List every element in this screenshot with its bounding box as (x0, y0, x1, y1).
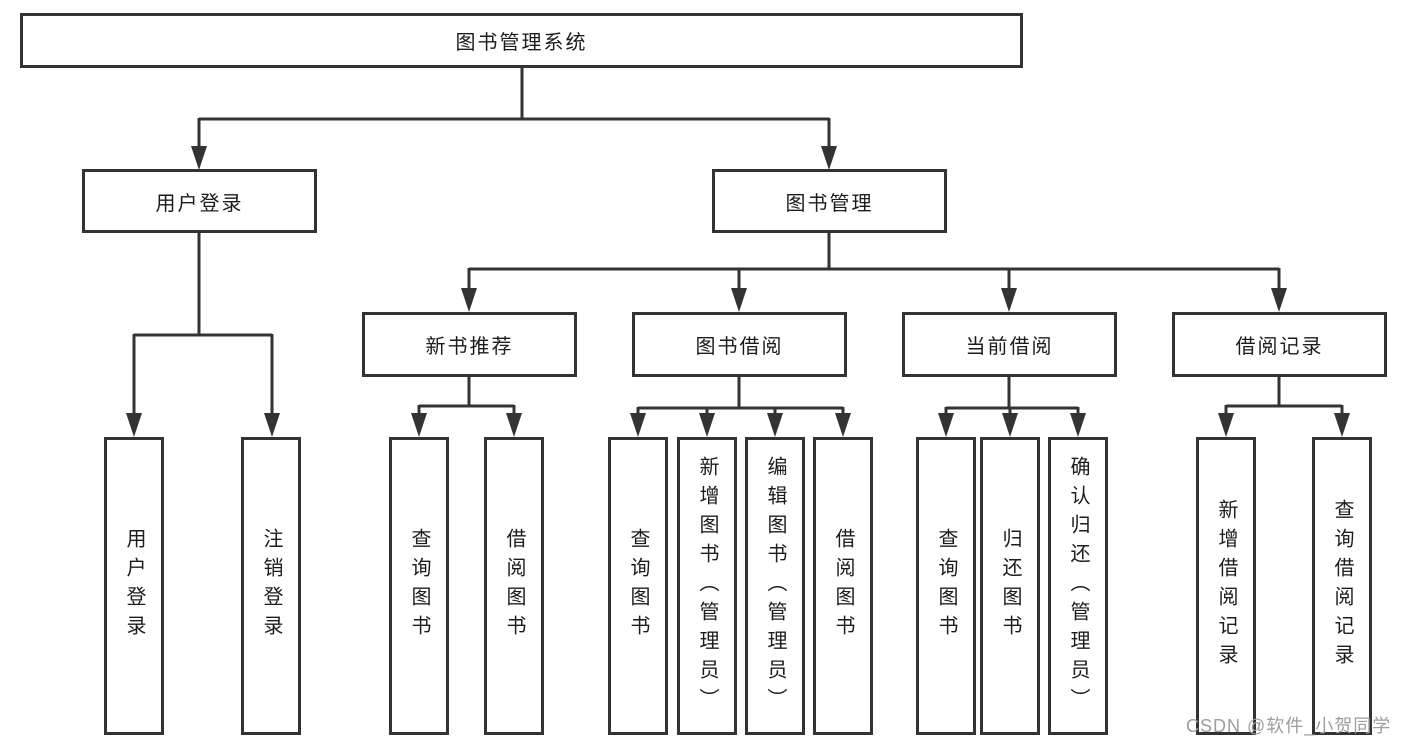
node-user-login: 用户登录 (82, 169, 317, 233)
node-book-borrowing-label: 图书借阅 (695, 336, 784, 358)
node-user-login-label: 用户登录 (155, 192, 244, 215)
leaf-borrow-books-newbook-label: 借阅图书 (503, 528, 525, 644)
leaf-query-books-newbook: 查询图书 (389, 437, 449, 735)
leaf-query-books-borrow-label: 查询图书 (627, 528, 649, 644)
leaf-query-borrow-record-label: 查询借阅记录 (1331, 499, 1353, 673)
leaf-edit-books-admin-label: 编辑图书（管理员） (764, 455, 786, 717)
leaf-return-books-label: 归还图书 (999, 528, 1021, 644)
leaf-return-books: 归还图书 (980, 437, 1040, 735)
leaf-user-login: 用户登录 (104, 437, 164, 735)
leaf-borrow-books-borrow: 借阅图书 (813, 437, 873, 735)
node-borrowing-records: 借阅记录 (1172, 312, 1387, 377)
arrowheads (126, 146, 1350, 437)
leaf-add-borrow-record-label: 新增借阅记录 (1215, 499, 1237, 673)
node-book-management-label: 图书管理 (785, 192, 874, 215)
leaf-logout-label: 注销登录 (260, 528, 282, 644)
leaf-query-books-current-label: 查询图书 (935, 528, 957, 644)
leaf-query-borrow-record: 查询借阅记录 (1312, 437, 1372, 735)
leaf-edit-books-admin: 编辑图书（管理员） (745, 437, 805, 735)
node-new-book-recommendation-label: 新书推荐 (425, 336, 514, 358)
leaf-confirm-return-admin-label: 确认归还（管理员） (1067, 455, 1089, 717)
leaf-add-borrow-record: 新增借阅记录 (1196, 437, 1256, 735)
leaf-add-books-admin-label: 新增图书（管理员） (696, 455, 718, 717)
leaf-borrow-books-newbook: 借阅图书 (484, 437, 544, 735)
leaf-query-books-current: 查询图书 (916, 437, 976, 735)
watermark: CSDN @软件_小贺同学 (1186, 716, 1392, 736)
leaf-logout: 注销登录 (241, 437, 301, 735)
node-new-book-recommendation: 新书推荐 (362, 312, 577, 377)
leaf-borrow-books-borrow-label: 借阅图书 (832, 528, 854, 644)
leaf-query-books-newbook-label: 查询图书 (408, 528, 430, 644)
connector-paths (132, 68, 1344, 417)
leaf-add-books-admin: 新增图书（管理员） (677, 437, 737, 735)
node-book-management: 图书管理 (712, 169, 947, 233)
leaf-confirm-return-admin: 确认归还（管理员） (1048, 437, 1108, 735)
node-borrowing-records-label: 借阅记录 (1235, 336, 1324, 358)
node-root-label: 图书管理系统 (455, 32, 588, 54)
leaf-user-login-label: 用户登录 (123, 528, 145, 644)
leaf-query-books-borrow: 查询图书 (608, 437, 668, 735)
node-root: 图书管理系统 (20, 13, 1023, 68)
node-current-borrowing: 当前借阅 (902, 312, 1117, 377)
node-current-borrowing-label: 当前借阅 (965, 336, 1054, 358)
node-book-borrowing: 图书借阅 (632, 312, 847, 377)
